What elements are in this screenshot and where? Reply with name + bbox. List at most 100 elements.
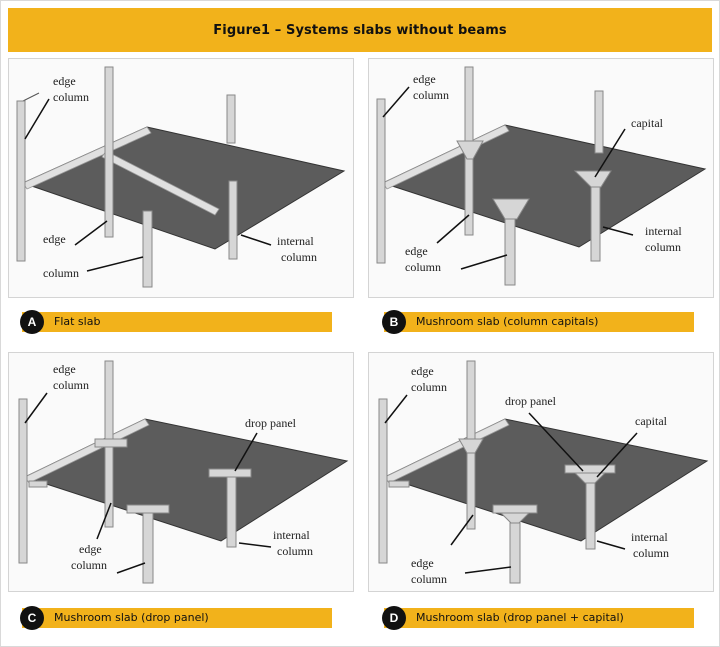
drop-panel <box>126 504 170 514</box>
label-drop-panel: drop panel <box>245 416 297 430</box>
internal-column <box>585 482 596 550</box>
drop-panel <box>28 480 48 488</box>
figure-title-bar: Figure1 – Systems slabs without beams <box>8 8 712 52</box>
label-edge-column-top: column <box>411 380 447 394</box>
leader-line <box>24 98 50 140</box>
slab <box>21 126 346 250</box>
label-edge-column-bottom: column <box>43 266 79 280</box>
column-capital <box>456 140 484 160</box>
label-edge-column-bottom: edge <box>411 556 434 570</box>
leader-line <box>74 220 108 246</box>
leader-line <box>602 226 634 236</box>
drop-panel <box>388 480 410 488</box>
drop-panel <box>94 438 128 448</box>
leader-line <box>594 128 626 178</box>
caption-b: B Mushroom slab (column capitals) <box>382 310 694 334</box>
caption-c: C Mushroom slab (drop panel) <box>20 606 332 630</box>
label-internal-column: column <box>277 544 313 558</box>
leader-line <box>22 92 40 102</box>
panel-mushroom-capitals: edge column capital edge column internal… <box>368 58 714 298</box>
label-edge-column-top: column <box>413 88 449 102</box>
edge-column <box>376 98 386 264</box>
label-internal-column: column <box>633 546 669 560</box>
leader-line <box>240 234 272 246</box>
label-edge-column-bottom: column <box>405 260 441 274</box>
drop-panel <box>492 504 538 514</box>
label-edge-column-top: edge <box>413 72 436 86</box>
panel-flat-slab: edge column edge column internal column <box>8 58 354 298</box>
internal-column-top <box>594 90 604 154</box>
flat-slab-diagram: edge column edge column internal column <box>16 66 346 288</box>
leader-line <box>450 514 474 546</box>
mushroom-drop-panel-capital-diagram: edge column drop panel capital edge colu… <box>378 360 709 586</box>
slab-strip <box>101 150 220 216</box>
slab <box>23 418 349 542</box>
mushroom-drop-panel-diagram: edge column drop panel edge column inter… <box>18 360 349 584</box>
panel-mushroom-drop-panel-capital: edge column drop panel capital edge colu… <box>368 352 714 592</box>
label-drop-panel: drop panel <box>505 394 557 408</box>
leader-line <box>96 502 112 540</box>
label-edge-column-top: column <box>53 378 89 392</box>
caption-text-d: Mushroom slab (drop panel + capital) <box>416 611 624 624</box>
leader-line <box>596 540 626 550</box>
edge-column <box>378 398 388 564</box>
column-capital <box>458 438 484 454</box>
slab-edge-beam <box>384 418 510 484</box>
edge-column <box>104 66 114 238</box>
label-internal-column: column <box>281 250 317 264</box>
edge-column <box>509 522 521 584</box>
caption-a: A Flat slab <box>20 310 332 334</box>
leader-line <box>382 86 410 118</box>
caption-text-b: Mushroom slab (column capitals) <box>416 315 599 328</box>
edge-column <box>504 218 516 286</box>
label-internal-column: internal <box>631 530 668 544</box>
column-capital <box>492 198 530 220</box>
leader-line <box>464 566 512 574</box>
badge-d: D <box>382 606 406 630</box>
leader-line <box>384 394 408 424</box>
label-capital: capital <box>635 414 668 428</box>
label-edge-column-bottom: edge <box>79 542 102 556</box>
internal-column <box>590 186 601 262</box>
figure-title: Figure1 – Systems slabs without beams <box>213 22 507 38</box>
label-internal-column: column <box>645 240 681 254</box>
edge-column <box>16 100 26 262</box>
drop-panel <box>208 468 252 478</box>
label-edge-column-top: edge <box>411 364 434 378</box>
leader-line <box>86 256 144 272</box>
leader-line <box>238 542 272 548</box>
leader-line <box>460 254 508 270</box>
label-edge-column-top: column <box>53 90 89 104</box>
label-internal-column: internal <box>277 234 314 248</box>
badge-c: C <box>20 606 44 630</box>
caption-d: D Mushroom slab (drop panel + capital) <box>382 606 694 630</box>
leader-line <box>528 412 584 472</box>
edge-column <box>142 512 154 584</box>
label-internal-column: internal <box>273 528 310 542</box>
label-capital: capital <box>631 116 664 130</box>
label-edge-column-top: edge <box>53 74 76 88</box>
badge-a: A <box>20 310 44 334</box>
leader-line <box>24 392 48 424</box>
internal-column <box>228 180 238 260</box>
caption-text-a: Flat slab <box>54 315 101 328</box>
internal-column <box>226 476 237 548</box>
mushroom-capitals-diagram: edge column capital edge column internal… <box>376 66 707 286</box>
edge-column <box>142 210 153 288</box>
label-internal-column: internal <box>645 224 682 238</box>
label-edge-column-bottom: column <box>71 558 107 572</box>
internal-column-top <box>226 94 236 144</box>
badge-b: B <box>382 310 406 334</box>
leader-line <box>116 562 146 574</box>
label-edge-column-top: edge <box>53 362 76 376</box>
leader-line <box>596 432 638 478</box>
slab <box>383 418 709 542</box>
leader-line <box>436 214 470 244</box>
panel-mushroom-drop-panel: edge column drop panel edge column inter… <box>8 352 354 592</box>
label-edge-column-bottom: edge <box>405 244 428 258</box>
caption-text-c: Mushroom slab (drop panel) <box>54 611 209 624</box>
label-edge-column-bottom: edge <box>43 232 66 246</box>
label-edge-column-bottom: column <box>411 572 447 586</box>
leader-line <box>234 432 258 472</box>
edge-column <box>18 398 28 564</box>
